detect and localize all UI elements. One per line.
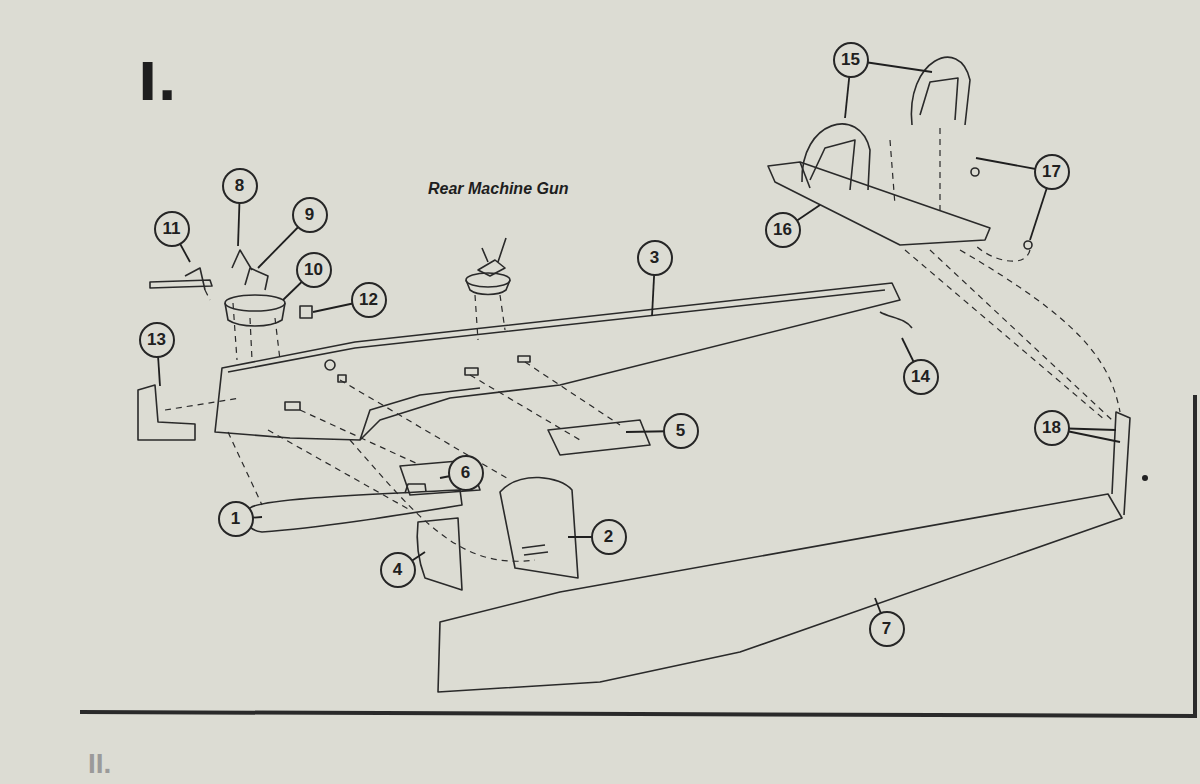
callout-number: 5 — [676, 421, 685, 441]
callout-circle: 9 — [292, 197, 328, 233]
callout-number: 13 — [147, 330, 166, 350]
callout-number: 3 — [650, 248, 659, 268]
callout-number: 14 — [911, 367, 930, 387]
callout-number: 17 — [1042, 162, 1061, 182]
step-title: I. — [138, 52, 177, 112]
callout-number: 1 — [231, 509, 240, 529]
callout-number: 9 — [305, 205, 314, 225]
callout-circle: 11 — [154, 211, 190, 247]
part-label: Rear Machine Gun — [428, 180, 568, 198]
callout-number: 16 — [773, 220, 792, 240]
callout-number: 10 — [304, 260, 323, 280]
callout-circle: 2 — [591, 519, 627, 555]
callout-circle: 15 — [833, 42, 869, 78]
step-number: II. — [88, 748, 111, 780]
callout-number: 7 — [882, 619, 891, 639]
callout-number: 12 — [359, 290, 378, 310]
callout-circle: 4 — [380, 552, 416, 588]
callout-circle: 10 — [296, 252, 332, 288]
callout-circle: 3 — [637, 240, 673, 276]
callout-number: 2 — [604, 527, 613, 547]
callout-circle: 7 — [869, 611, 905, 647]
callout-circle: 16 — [765, 212, 801, 248]
callout-circle: 5 — [663, 413, 699, 449]
callout-number: 15 — [841, 50, 860, 70]
callout-circle: 1 — [218, 501, 254, 537]
callout-number: 6 — [461, 463, 470, 483]
callout-circle: 6 — [448, 455, 484, 491]
callout-circle: 18 — [1034, 410, 1070, 446]
callout-circle: 14 — [903, 359, 939, 395]
callout-number: 18 — [1042, 418, 1061, 438]
callout-circle: 17 — [1034, 154, 1070, 190]
callout-circle: 12 — [351, 282, 387, 318]
callout-circle: 8 — [222, 168, 258, 204]
callout-number: 8 — [235, 176, 244, 196]
callout-circle: 13 — [139, 322, 175, 358]
callout-number: 4 — [393, 560, 402, 580]
callout-number: 11 — [163, 219, 181, 239]
